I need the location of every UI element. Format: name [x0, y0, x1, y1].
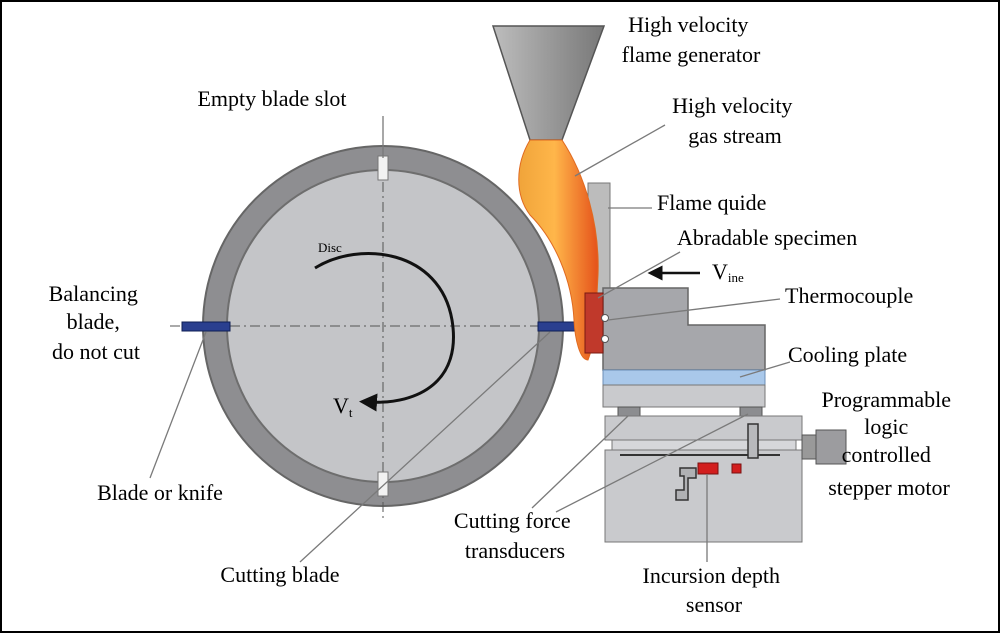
- abradable-specimen: [584, 292, 604, 354]
- disc: Disc Vt: [170, 122, 595, 520]
- leader-cutting-blade: [299, 331, 551, 563]
- motor-coupling: [801, 434, 817, 460]
- leader-thermocouple: [607, 298, 781, 321]
- screw-bracket: [747, 423, 759, 459]
- cooling-plate: [602, 369, 766, 386]
- blade-or-knife-label: Blade or knife: [97, 480, 223, 505]
- sensor-target: [731, 463, 742, 474]
- thermocouple-label: Thermocouple: [785, 283, 913, 308]
- thermocouple-point-1: [601, 314, 609, 322]
- incursion-depth-sensor: [697, 462, 719, 475]
- abradable-specimen-label: Abradable specimen: [677, 225, 857, 250]
- stepper-motor-label: Programmable logic controlled stepper mo…: [821, 387, 956, 500]
- gas-stream-label: High velocity gas stream: [672, 93, 798, 148]
- leader-blade-or-knife: [149, 331, 207, 479]
- rotation-arrow: [314, 251, 455, 412]
- flame-generator-label: High velocity flame generator: [622, 12, 761, 67]
- empty-blade-slot-bottom: [377, 471, 389, 497]
- disc-label: Disc: [318, 240, 342, 255]
- specimen-stage: [584, 287, 766, 417]
- empty-blade-slot-top: [377, 155, 389, 181]
- cutting-force-transducers-label: Cutting force transducers: [454, 508, 576, 563]
- stepper-stage: [604, 415, 847, 543]
- leader-transducer-right: [555, 413, 749, 513]
- leader-abradable-specimen: [597, 251, 681, 299]
- cooling-plate-label: Cooling plate: [788, 342, 907, 367]
- vt-label: Vt: [333, 393, 353, 420]
- leader-transducer-left: [531, 415, 629, 509]
- leader-cooling-plate: [739, 361, 791, 378]
- stepper-motor: [815, 429, 847, 465]
- leader-lines: [149, 116, 791, 563]
- balancing-blade-label: Balancing blade, do not cut: [49, 281, 144, 364]
- slide-guide: [611, 439, 797, 451]
- thermocouple-point-2: [601, 335, 609, 343]
- empty-blade-slot-label: Empty blade slot: [197, 86, 346, 111]
- v-ine-label: Vine: [712, 259, 744, 285]
- depth-sensor-arm: [675, 467, 697, 501]
- base-plate: [602, 384, 766, 408]
- gas-stream: [518, 139, 599, 361]
- cutting-blade-label: Cutting blade: [220, 562, 339, 587]
- force-transducer-left: [617, 406, 641, 417]
- balancing-blade: [181, 321, 231, 332]
- flame-guide-label: Flame quide: [657, 190, 766, 215]
- force-transducer-right: [739, 406, 763, 417]
- stepper-base: [604, 449, 803, 543]
- leader-gas-stream: [574, 124, 666, 177]
- incursion-depth-sensor-label: Incursion depth sensor: [643, 563, 786, 617]
